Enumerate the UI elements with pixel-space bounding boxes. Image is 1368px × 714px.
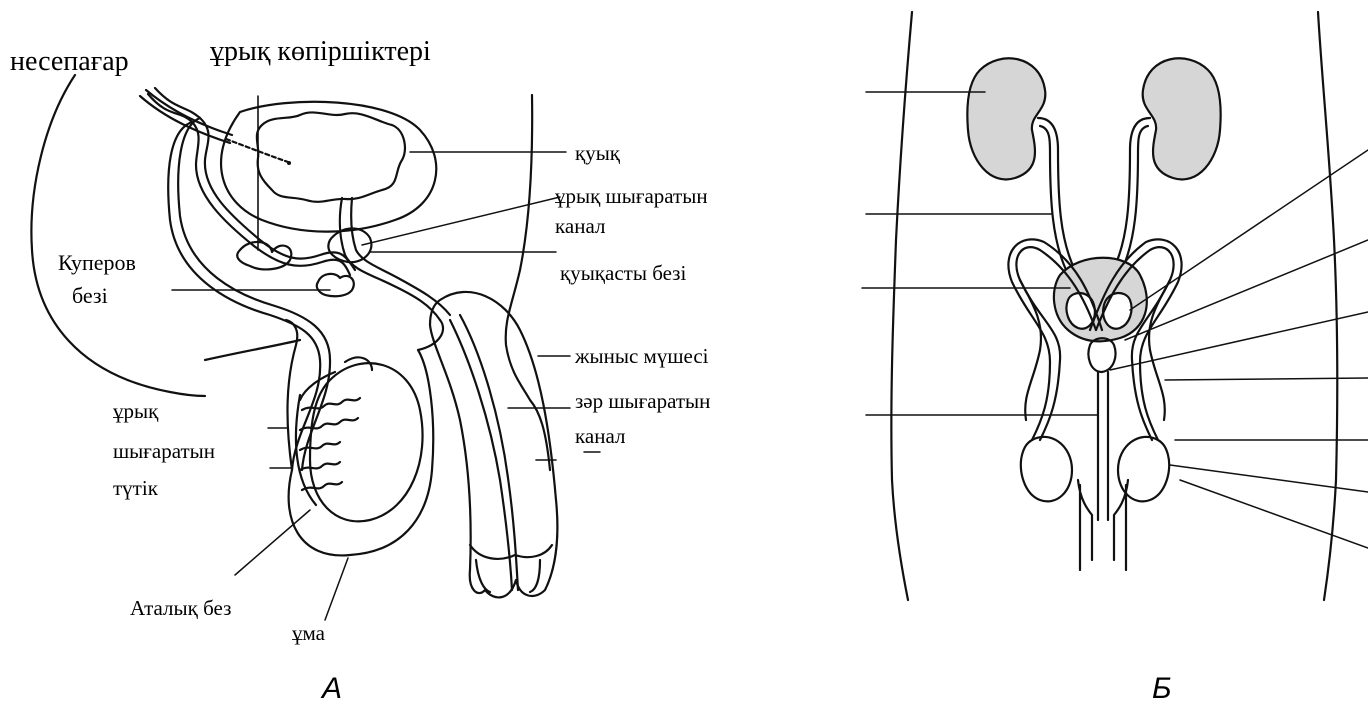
leg-line: [205, 340, 300, 360]
label-vas-deferens-line3: түтік: [113, 476, 159, 500]
kidney-left: [967, 58, 1045, 179]
glans-2: [476, 560, 540, 592]
glans: [470, 545, 552, 559]
body-outline-right: [1318, 12, 1337, 600]
seminal-vesicle-right: [1103, 293, 1131, 329]
urethra-b: [1098, 372, 1108, 520]
ureter-right: [1113, 118, 1150, 270]
ureter-left: [1038, 118, 1075, 270]
label-seminal-vesicles: ұрық көпіршіктері: [210, 36, 431, 67]
label-ejaculatory-duct-line1: ұрық шығаратын: [555, 184, 708, 208]
label-vas-deferens-line2: шығаратын: [113, 439, 215, 463]
body-outline-left: [891, 12, 912, 600]
label-urethra-line2: канал: [575, 424, 625, 448]
prostate: [328, 228, 371, 262]
label-urethra-line1: зәр шығаратын: [575, 389, 710, 413]
penis-b: [1078, 480, 1128, 570]
panel-a: [31, 75, 600, 620]
urethra-top: [340, 198, 440, 320]
label-vas-deferens-line1: ұрық: [113, 399, 159, 423]
cowper-gland: [317, 274, 354, 296]
kidney-right: [1143, 58, 1221, 179]
prostate-b: [1089, 338, 1116, 372]
label-testis: Аталық без: [130, 596, 231, 620]
label-cowper-line2: безі: [72, 283, 108, 308]
label-bladder: қуық: [575, 141, 621, 165]
label-prostate: қуықасты безі: [560, 261, 686, 285]
testis-left: [1021, 437, 1072, 502]
bladder-outer: [221, 102, 436, 232]
bladder-inner: [257, 112, 405, 201]
panel-letter-a: А: [320, 672, 342, 705]
label-cowper-line1: Куперов: [58, 250, 136, 275]
label-penis: жыныс мүшесі: [574, 344, 709, 368]
label-scrotum: ұма: [292, 621, 326, 645]
label-ejaculatory-duct-line2: канал: [555, 214, 605, 238]
panel-b: [862, 12, 1368, 600]
label-ureter: несепағар: [10, 46, 129, 77]
panel-letter-b: Б: [1152, 672, 1172, 705]
